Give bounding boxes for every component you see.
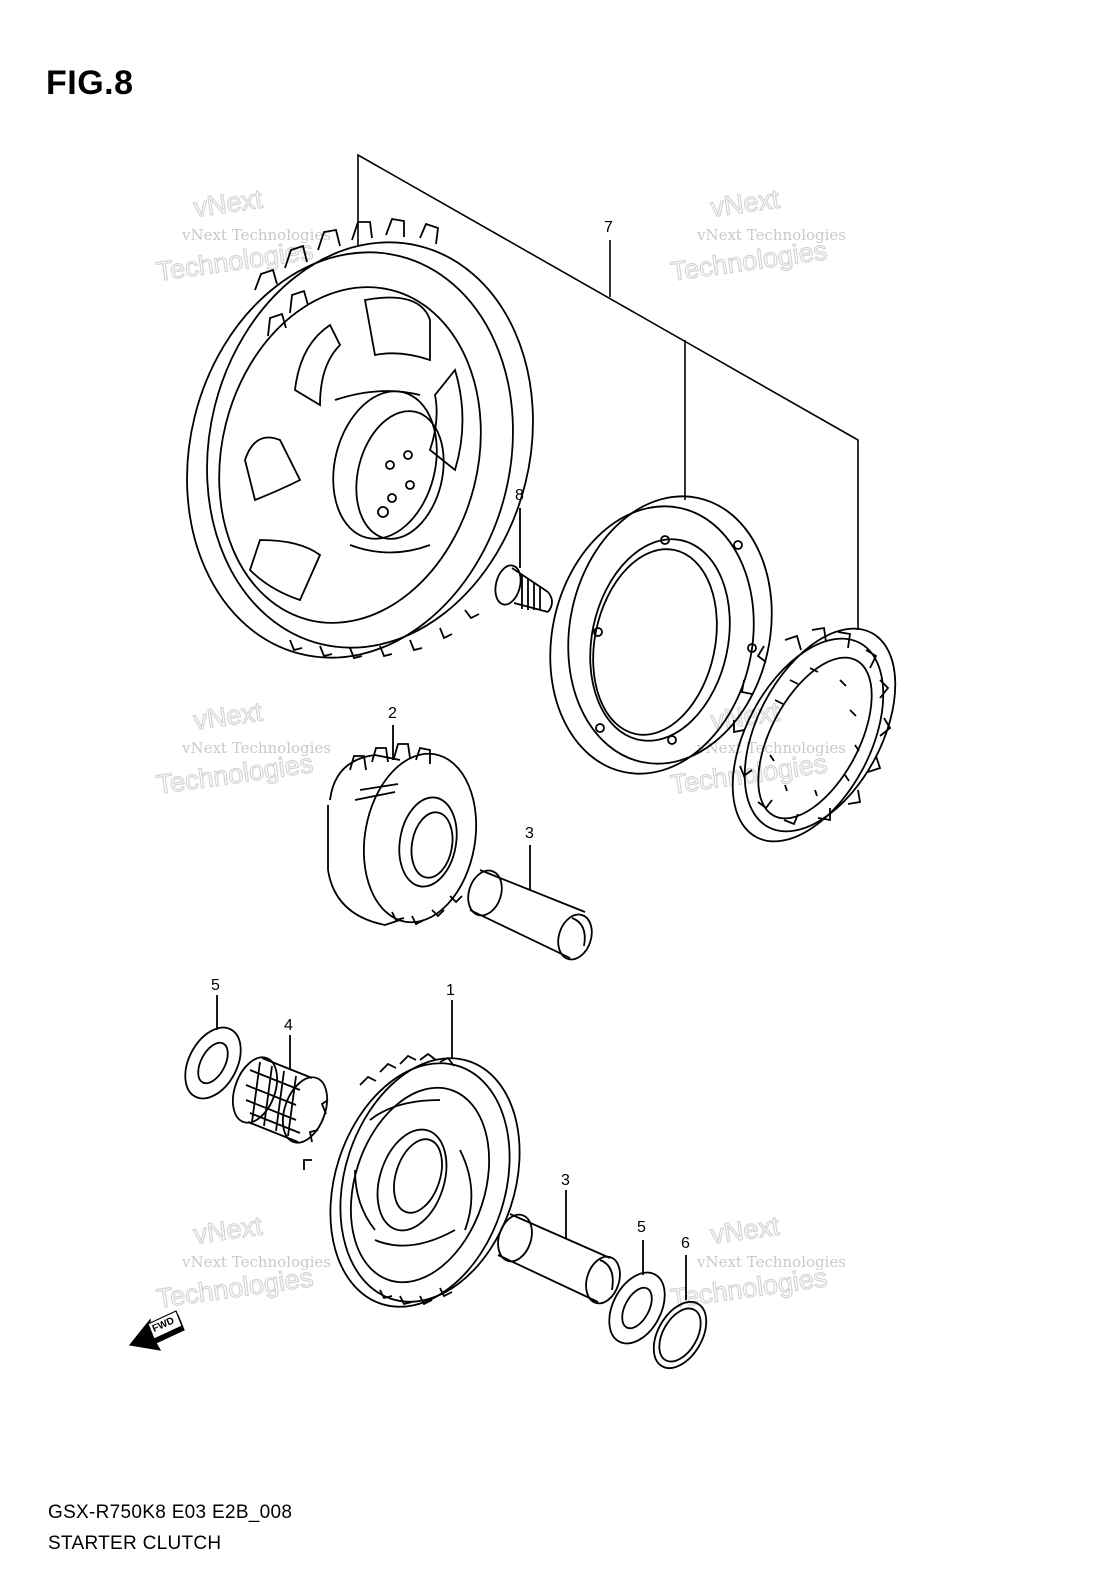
watermark-line2: vNext Technologies: [696, 226, 846, 244]
idle-gear-2: [327, 725, 478, 926]
needle-bearing-4: [231, 1035, 329, 1144]
watermark-line2: vNext Technologies: [181, 739, 331, 757]
callout-5-right: 5: [637, 1219, 646, 1236]
assembly-bracket-7: [357, 153, 859, 630]
callout-5-left: 5: [211, 977, 220, 994]
washer-5-right: [608, 1240, 666, 1345]
shaft-3-lower: [497, 1190, 621, 1305]
watermark-top-right: vNext vNext Technologies Technologies: [668, 183, 846, 287]
callout-3-lower: 3: [561, 1172, 570, 1189]
watermark-line1: vNext: [709, 184, 782, 223]
figure-title: FIG.8: [46, 64, 134, 102]
idle-shaft-3-upper: [467, 845, 593, 961]
callout-6: 6: [681, 1235, 690, 1252]
bolt-8: [494, 508, 553, 613]
callout-3-upper: 3: [525, 825, 534, 842]
callout-7: 7: [604, 219, 613, 236]
watermark-line1: vNext: [709, 1211, 782, 1250]
callout-4: 4: [284, 1017, 293, 1034]
section-name: STARTER CLUTCH: [48, 1533, 222, 1554]
washer-6: [652, 1255, 708, 1369]
callout-8: 8: [515, 487, 524, 504]
watermark-line2: vNext Technologies: [696, 1253, 846, 1271]
starter-driven-gear-7: [186, 217, 534, 660]
watermark-line2: vNext Technologies: [181, 226, 331, 244]
watermark-top-left: vNext vNext Technologies Technologies: [154, 183, 331, 287]
clutch-housing-ring: [549, 495, 773, 775]
callout-2: 2: [388, 705, 397, 722]
washer-5-left: [184, 995, 242, 1100]
watermark-line2: vNext Technologies: [696, 739, 846, 757]
watermark-line1: vNext: [192, 697, 265, 736]
watermark-bottom-left: vNext vNext Technologies Technologies: [154, 1210, 331, 1314]
watermark-middle-right: vNext vNext Technologies Technologies: [668, 696, 846, 800]
one-way-clutch-cage: [731, 626, 897, 843]
callout-1: 1: [446, 982, 455, 999]
watermark-line2: vNext Technologies: [181, 1253, 331, 1271]
watermark-middle-left: vNext vNext Technologies Technologies: [154, 696, 331, 800]
driven-gear-1: [303, 1000, 521, 1308]
fwd-arrow-icon: FWD: [128, 1310, 185, 1351]
model-code: GSX-R750K8 E03 E2B_008: [48, 1502, 293, 1523]
watermark-line1: vNext: [192, 184, 265, 223]
watermark-line1: vNext: [192, 1211, 265, 1250]
watermark-bottom-right: vNext vNext Technologies Technologies: [668, 1210, 846, 1314]
